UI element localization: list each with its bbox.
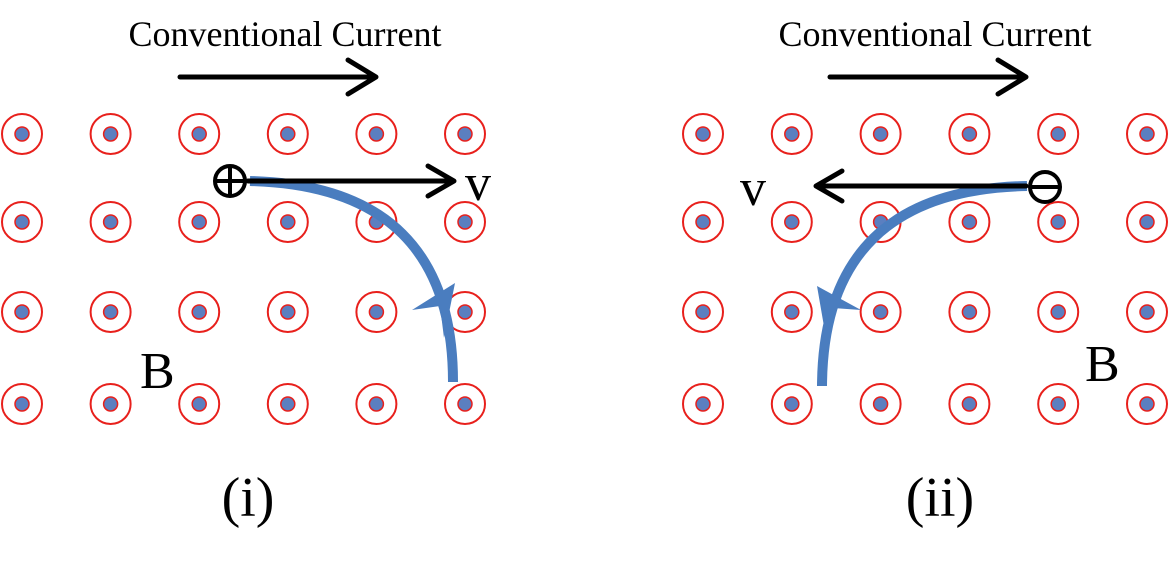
panel-i: Conventional Current v B (i) (1, 14, 491, 529)
field-out-of-page-icon (859, 291, 902, 333)
field-out-of-page-icon (770, 113, 813, 155)
field-out-of-page-icon (1, 113, 43, 155)
field-out-of-page-icon (1, 383, 43, 425)
panel-label-ii: (ii) (906, 467, 974, 529)
field-out-of-page-icon (266, 201, 309, 243)
field-out-of-page-icon (89, 291, 132, 333)
field-out-of-page-icon (355, 291, 398, 333)
field-out-of-page-icon (859, 113, 902, 155)
field-out-of-page-icon (178, 291, 221, 333)
field-out-of-page-icon (948, 291, 991, 333)
current-arrow-ii (827, 57, 1029, 97)
field-label-ii: B (1085, 336, 1120, 393)
field-out-of-page-icon (770, 383, 813, 425)
field-out-of-page-icon (1037, 383, 1080, 425)
panel-ii: Conventional Current v B (ii) (682, 14, 1168, 529)
field-out-of-page-icon (770, 291, 813, 333)
velocity-arrow-ii (813, 168, 1029, 204)
field-out-of-page-icon (355, 113, 398, 155)
field-out-of-page-icon (178, 201, 221, 243)
field-out-of-page-icon (682, 201, 724, 243)
field-out-of-page-icon (89, 201, 132, 243)
field-out-of-page-icon (266, 113, 309, 155)
field-out-of-page-icon (770, 201, 813, 243)
negative-charge-icon (1028, 170, 1062, 204)
field-out-of-page-icon (859, 383, 902, 425)
field-out-of-page-icon (682, 291, 724, 333)
field-out-of-page-icon (178, 113, 221, 155)
field-out-of-page-icon (1126, 291, 1168, 333)
magnetic-field-grid-ii (682, 113, 1168, 425)
field-out-of-page-icon (266, 291, 309, 333)
deflection-arrowhead-ii (817, 286, 861, 338)
magnetic-field-grid-i (1, 113, 486, 425)
deflection-arrowhead-i (412, 283, 455, 338)
conventional-current-label-ii: Conventional Current (779, 14, 1092, 54)
field-out-of-page-icon (1126, 383, 1168, 425)
deflection-path-i (249, 176, 458, 383)
field-out-of-page-icon (1, 201, 43, 243)
field-label-i: B (140, 343, 175, 400)
deflection-path-ii (817, 181, 1028, 387)
conventional-current-label-i: Conventional Current (129, 14, 442, 54)
field-out-of-page-icon (444, 113, 486, 155)
current-arrow-i (177, 57, 379, 97)
velocity-label-i: v (465, 155, 491, 212)
field-out-of-page-icon (266, 383, 309, 425)
field-out-of-page-icon (444, 383, 486, 425)
panel-label-i: (i) (222, 467, 275, 529)
field-out-of-page-icon (1037, 113, 1080, 155)
field-out-of-page-icon (355, 383, 398, 425)
field-out-of-page-icon (682, 113, 724, 155)
field-out-of-page-icon (1037, 291, 1080, 333)
field-out-of-page-icon (948, 113, 991, 155)
field-out-of-page-icon (178, 383, 221, 425)
field-out-of-page-icon (1126, 113, 1168, 155)
field-out-of-page-icon (1126, 201, 1168, 243)
field-out-of-page-icon (89, 383, 132, 425)
field-out-of-page-icon (948, 201, 991, 243)
field-out-of-page-icon (89, 113, 132, 155)
field-out-of-page-icon (682, 383, 724, 425)
field-out-of-page-icon (444, 201, 486, 243)
field-out-of-page-icon (1, 291, 43, 333)
velocity-arrow-i (245, 163, 457, 199)
field-out-of-page-icon (1037, 201, 1080, 243)
field-out-of-page-icon (948, 383, 991, 425)
positive-charge-icon (213, 164, 247, 198)
velocity-label-ii: v (740, 160, 766, 217)
